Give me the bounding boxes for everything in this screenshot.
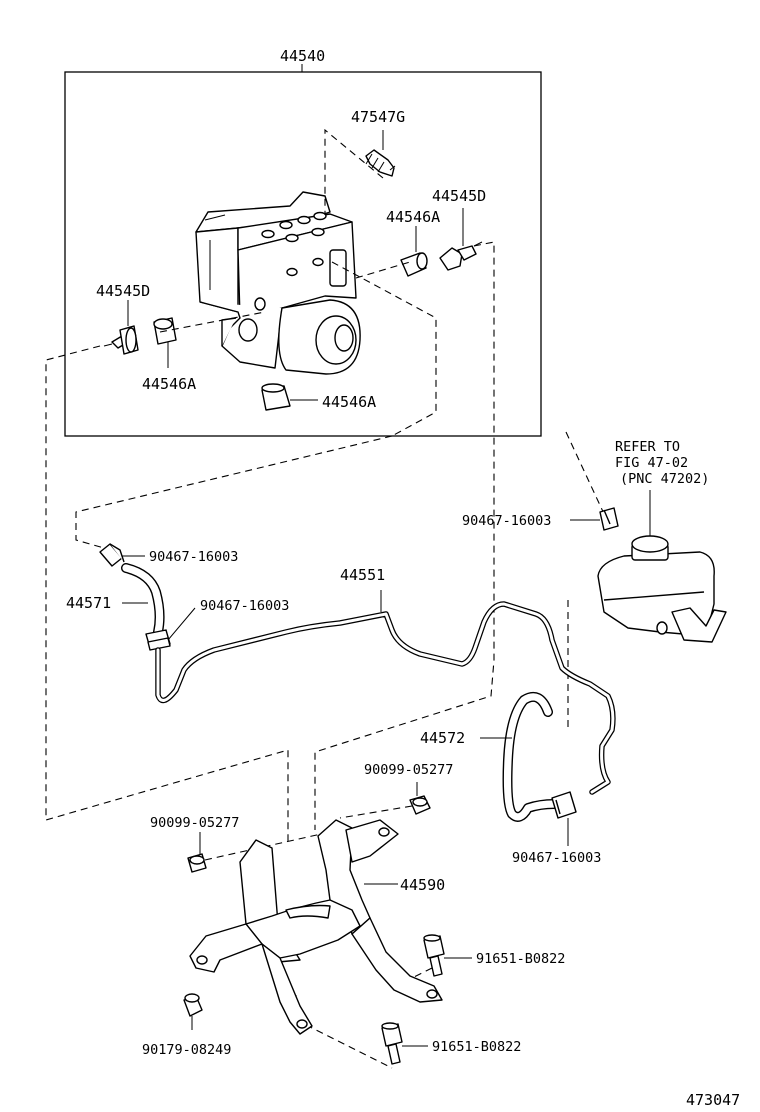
label-44546a-right: 44546A <box>386 208 440 226</box>
bolt-upper <box>423 934 472 977</box>
label-44545d-left: 44545D <box>96 282 150 300</box>
label-44571: 44571 <box>66 594 111 612</box>
bleeder-plug <box>365 130 396 177</box>
label-clip-hose-bottom: 90467-16003 <box>200 598 289 614</box>
clip-hose-right <box>551 791 577 846</box>
label-47547g: 47547G <box>351 108 405 126</box>
clip-hose-top <box>99 543 145 567</box>
label-bolt-upper: 91651-B0822 <box>476 951 565 967</box>
label-44540: 44540 <box>280 47 325 65</box>
label-grommet-right: 90099-05277 <box>364 762 453 778</box>
assembly-box <box>64 64 542 437</box>
label-44546a-left: 44546A <box>142 375 196 393</box>
label-bolt-lower: 91651-B0822 <box>432 1039 521 1055</box>
union-bolt-right <box>439 208 483 271</box>
label-44572: 44572 <box>420 729 465 747</box>
clip-bracket <box>183 993 203 1030</box>
figure-number: 473047 <box>686 1091 740 1109</box>
reservoir <box>597 490 727 643</box>
label-44590: 44590 <box>400 876 445 894</box>
hose-right <box>480 692 559 822</box>
grommet-left <box>187 832 207 873</box>
grommet-right <box>409 782 431 815</box>
tube-main <box>155 590 616 795</box>
clip-reservoir <box>570 507 619 531</box>
bolt-lower <box>381 1022 428 1065</box>
abs-actuator <box>195 191 361 375</box>
label-grommet-left: 90099-05277 <box>150 815 239 831</box>
refer-line-1: REFER TO <box>615 439 680 455</box>
cushion-left <box>153 317 177 368</box>
bracket <box>189 819 443 1035</box>
hose-left <box>121 563 165 637</box>
label-clip-hose-top: 90467-16003 <box>149 549 238 565</box>
label-clip-bracket: 90179-08249 <box>142 1042 231 1058</box>
label-44551: 44551 <box>340 566 385 584</box>
refer-line-2: FIG 47-02 <box>615 455 688 471</box>
cushion-bottom <box>261 383 318 411</box>
label-44546a-bottom: 44546A <box>322 393 376 411</box>
union-bolt-left <box>103 300 139 355</box>
refer-line-3: (PNC 47202) <box>620 471 709 487</box>
clip-hose-bottom <box>145 607 196 651</box>
label-44545d-right: 44545D <box>432 187 486 205</box>
label-clip-hose-right: 90467-16003 <box>512 850 601 866</box>
label-clip-reservoir: 90467-16003 <box>462 513 551 529</box>
cushion-right <box>400 226 428 277</box>
